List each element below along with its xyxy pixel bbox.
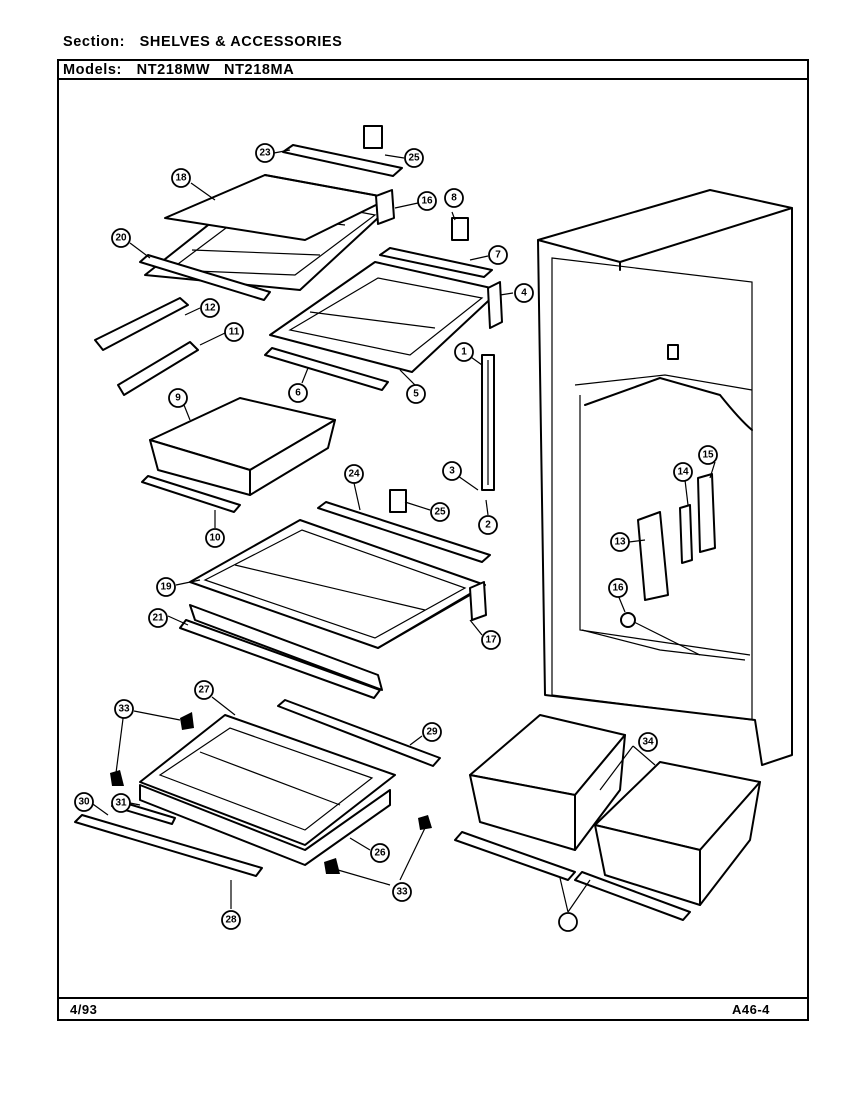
meat-drawer <box>141 397 336 513</box>
callout-7: 7 <box>488 245 508 265</box>
svg-text:25: 25 <box>408 153 420 164</box>
svg-text:16: 16 <box>612 583 624 594</box>
footer-divider <box>57 997 809 999</box>
callout-2: 2 <box>478 515 498 535</box>
callout-29: 29 <box>422 722 442 742</box>
slide-rails <box>94 297 199 396</box>
svg-text:18: 18 <box>175 173 187 184</box>
callout-balloons: 23 25 18 16 8 20 7 4 12 11 1 6 5 9 3 24 … <box>74 143 718 932</box>
section-title: SHELVES & ACCESSORIES <box>139 34 343 50</box>
svg-text:28: 28 <box>225 915 237 926</box>
svg-text:12: 12 <box>204 303 216 314</box>
callout-25: 25 <box>404 148 424 168</box>
section-header: Section: SHELVES & ACCESSORIES <box>63 34 342 50</box>
svg-text:33: 33 <box>396 887 408 898</box>
crisper-cover-assembly <box>74 699 441 877</box>
callout-30: 30 <box>74 792 94 812</box>
svg-text:30: 30 <box>78 797 90 808</box>
callout-19: 18 <box>171 168 191 188</box>
callout-32-bottom: 33 <box>392 882 412 902</box>
callout-8: 8 <box>444 188 464 208</box>
crisper-pans <box>454 714 761 921</box>
callout-20: 19 <box>156 577 176 597</box>
svg-text:27: 27 <box>198 685 210 696</box>
top-shelf-assembly <box>139 125 403 301</box>
svg-text:6: 6 <box>295 388 301 399</box>
callout-31: 31 <box>111 793 131 813</box>
callout-21: 20 <box>111 228 131 248</box>
callout-1: 1 <box>454 342 474 362</box>
callout-25b: 25 <box>430 502 450 522</box>
section-label: Section: <box>63 34 125 50</box>
callout-18: 17 <box>481 630 501 650</box>
callout-27: 27 <box>194 680 214 700</box>
svg-text:25: 25 <box>434 507 446 518</box>
refrigerator-cabinet <box>537 189 793 766</box>
models-label: Models: <box>63 62 122 78</box>
svg-text:10: 10 <box>209 533 221 544</box>
svg-text:7: 7 <box>495 250 501 261</box>
callout-13: 13 <box>610 532 630 552</box>
svg-text:11: 11 <box>229 327 240 338</box>
svg-text:15: 15 <box>702 450 714 461</box>
callout-32-top: 33 <box>114 699 134 719</box>
svg-text:14: 14 <box>677 467 689 478</box>
middle-shelf-assembly <box>264 217 503 491</box>
svg-text:1: 1 <box>461 347 467 358</box>
svg-text:26: 26 <box>374 848 386 859</box>
svg-text:33: 33 <box>118 704 130 715</box>
svg-text:9: 9 <box>175 393 181 404</box>
svg-text:31: 31 <box>115 798 127 809</box>
callout-11: 11 <box>224 322 244 342</box>
svg-text:4: 4 <box>521 288 527 299</box>
svg-text:3: 3 <box>449 466 455 477</box>
svg-text:24: 24 <box>348 469 360 480</box>
footer-date: 4/93 <box>70 1002 98 1017</box>
svg-text:34: 34 <box>642 737 654 748</box>
svg-text:17: 17 <box>485 635 497 646</box>
svg-text:20: 20 <box>115 233 127 244</box>
callout-17: 16 <box>417 191 437 211</box>
models-divider <box>57 78 809 80</box>
svg-text:2: 2 <box>485 520 491 531</box>
footer-page-code: A46-4 <box>732 1002 770 1017</box>
callout-12: 12 <box>200 298 220 318</box>
callout-16: 16 <box>608 578 628 598</box>
callout-10: 10 <box>205 528 225 548</box>
svg-text:13: 13 <box>614 537 626 548</box>
callout-15: 15 <box>698 445 718 465</box>
callout-6: 6 <box>288 383 308 403</box>
svg-text:29: 29 <box>426 727 438 738</box>
callout-26: 26 <box>370 843 390 863</box>
callout-28: 28 <box>221 910 241 930</box>
leader-lines <box>89 149 716 913</box>
callout-3: 3 <box>442 461 462 481</box>
callout-14: 14 <box>673 462 693 482</box>
svg-text:19: 19 <box>160 582 172 593</box>
models-header: Models: NT218MW NT218MA <box>63 62 294 78</box>
svg-text:16: 16 <box>421 196 433 207</box>
callout-9: 9 <box>168 388 188 408</box>
svg-text:8: 8 <box>451 193 457 204</box>
svg-text:23: 23 <box>259 148 271 159</box>
callout-5: 5 <box>406 384 426 404</box>
svg-text:21: 21 <box>152 613 164 624</box>
callout-4: 4 <box>514 283 534 303</box>
svg-text:5: 5 <box>413 389 419 400</box>
models-list: NT218MW NT218MA <box>136 62 295 78</box>
callout-23: 23 <box>255 143 275 163</box>
callout-22: 21 <box>148 608 168 628</box>
diagram-frame <box>57 59 809 1021</box>
callout-34 <box>558 912 578 932</box>
callout-24: 24 <box>344 464 364 484</box>
callout-33: 34 <box>638 732 658 752</box>
